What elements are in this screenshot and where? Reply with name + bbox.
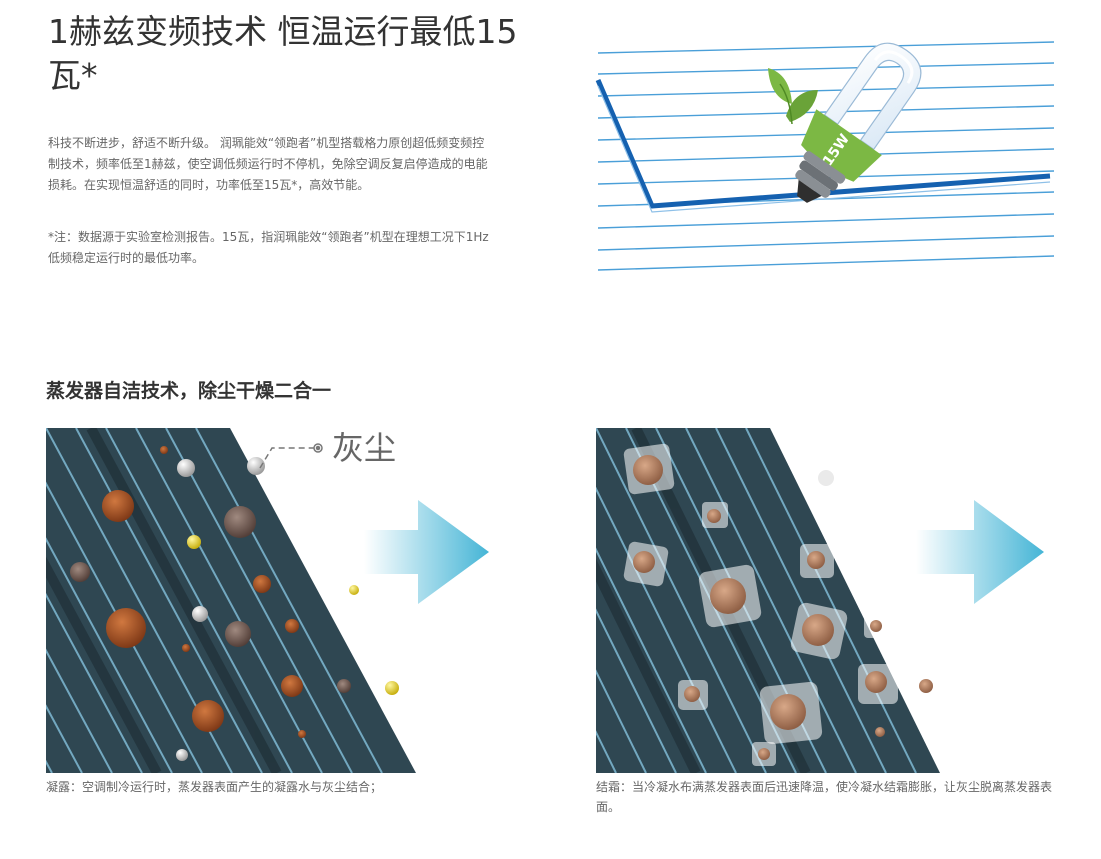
right-arrow-icon [916, 500, 1044, 604]
frosting-caption: 结霜：当冷凝水布满蒸发器表面后迅速降温，使冷凝水结霜膨胀，让灰尘脱离蒸发器表面。 [596, 780, 1053, 814]
dust-label: 灰尘 [332, 429, 396, 467]
energy-saving-bulb-icon: 15W [795, 42, 922, 203]
section-title: 蒸发器自洁技术，除尘干燥二合一 [46, 380, 332, 402]
condensation-illustration: 灰尘 [46, 428, 546, 773]
low-power-illustration: 15W [594, 28, 1058, 278]
dust-leader-line [259, 443, 323, 469]
condensation-caption: 凝露：空调制冷运行时，蒸发器表面产生的凝露水与灰尘结合； [46, 780, 383, 794]
feature-headline: 1赫兹变频技术 恒温运行最低15瓦* [48, 12, 518, 95]
frosted-particles [623, 443, 940, 766]
dust-particles [70, 446, 399, 761]
evaporator-coil [46, 428, 416, 773]
feature-footnote: *注：数据源于实验室检测报告。15瓦，指润珮能效“领跑者”机型在理想工况下1Hz… [48, 230, 489, 265]
feature-description: 科技不断进步，舒适不断升级。 润珮能效“领跑者”机型搭载格力原创超低频变频控制技… [48, 136, 488, 192]
leaf-icon [768, 68, 818, 125]
right-arrow-icon [364, 500, 489, 604]
frosting-illustration [596, 428, 1056, 773]
